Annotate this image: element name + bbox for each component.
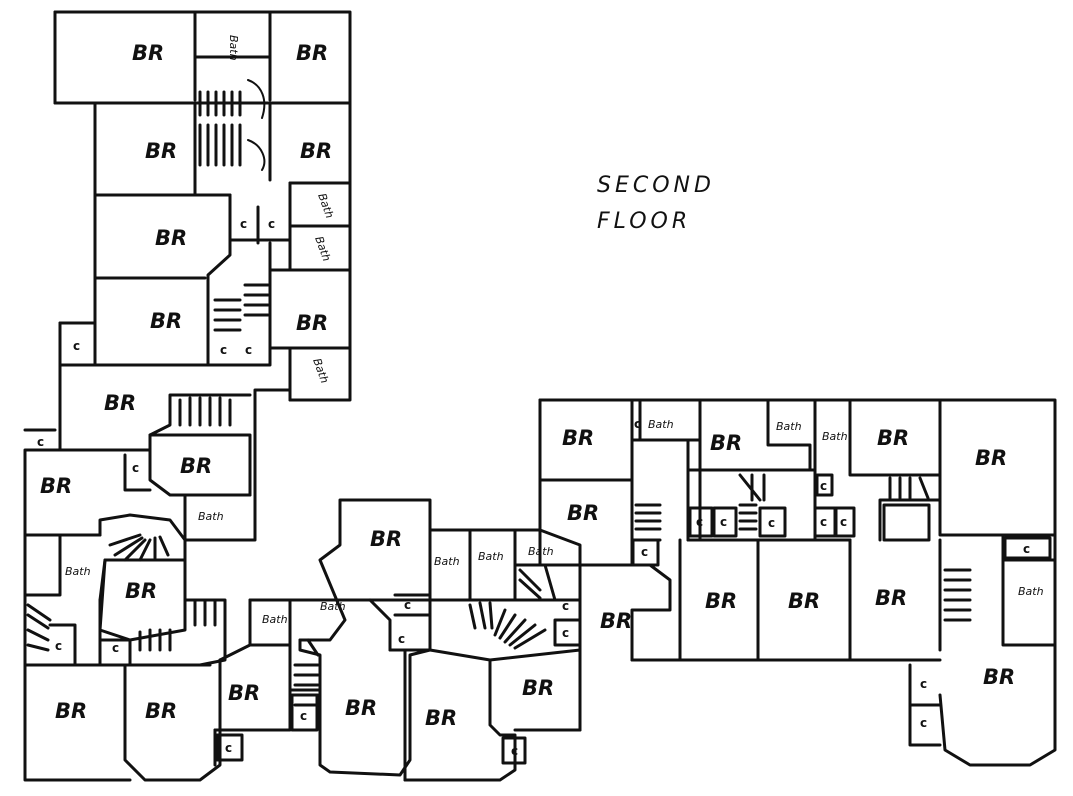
- bath-label: Bath: [478, 550, 504, 563]
- bath-label: Bath: [320, 600, 346, 613]
- east-wing-walls: [538, 398, 1057, 767]
- closet-label: c: [1023, 542, 1030, 556]
- bedroom-label: BR: [150, 309, 182, 333]
- closet-label: c: [562, 626, 569, 640]
- closet-label: c: [404, 598, 411, 612]
- bath-label: Bath: [315, 192, 336, 221]
- closet-label: c: [562, 599, 569, 613]
- bedroom-label: BR: [975, 446, 1007, 470]
- bedroom-label: BR: [132, 41, 164, 65]
- bath-label: Bath: [528, 545, 554, 558]
- closet-label: c: [300, 709, 307, 723]
- bedroom-label: BR: [145, 699, 177, 723]
- stair-north-middle: [213, 283, 270, 332]
- bedroom-label: BR: [104, 391, 136, 415]
- stair-east-b: [738, 473, 766, 531]
- bedroom-label: BR: [40, 474, 72, 498]
- closet-label: c: [220, 343, 227, 357]
- closet-label: c: [245, 343, 252, 357]
- bedroom-label: BR: [370, 527, 402, 551]
- stair-south-fan: [468, 568, 547, 650]
- bedroom-label: BR: [788, 589, 820, 613]
- closet-label: c: [840, 515, 847, 529]
- closet-label: c: [73, 339, 80, 353]
- bedroom-label: BR: [180, 454, 212, 478]
- bedroom-label: BR: [875, 586, 907, 610]
- stair-north-lower: [178, 396, 232, 427]
- bedroom-label: BR: [55, 699, 87, 723]
- stair-west-fan: [108, 533, 217, 652]
- bedroom-label: BR: [125, 579, 157, 603]
- closet-label: c: [696, 515, 703, 529]
- closet-label: c: [768, 516, 775, 530]
- plan-title-line1: SECOND: [597, 173, 715, 198]
- bath-label: Bath: [198, 510, 224, 523]
- bedroom-label: BR: [300, 139, 332, 163]
- closet-label: c: [37, 435, 44, 449]
- closet-label: c: [641, 545, 648, 559]
- closet-label: c: [720, 515, 727, 529]
- stair-east-c: [888, 476, 930, 500]
- bath-label: Bath: [310, 357, 331, 386]
- bedroom-label: BR: [228, 681, 260, 705]
- closet-label: c: [240, 217, 247, 231]
- closet-label: c: [268, 217, 275, 231]
- bath-label: Bath: [648, 418, 674, 431]
- bath-label: Bath: [312, 235, 333, 264]
- closet-label: c: [55, 639, 62, 653]
- stair-east-d: [943, 568, 972, 622]
- bedroom-label: BR: [522, 676, 554, 700]
- closet-labels: c c c c c c c c c c c c c c c c c c c c …: [37, 217, 1030, 758]
- closet-label: c: [112, 641, 119, 655]
- bedroom-label: BR: [425, 706, 457, 730]
- closet-label: c: [920, 677, 927, 691]
- stair-south-west-corner: [26, 603, 52, 652]
- closet-label: c: [634, 417, 641, 431]
- bath-label: Bath: [434, 555, 460, 568]
- closet-label: c: [820, 479, 827, 493]
- bedroom-label: BR: [345, 696, 377, 720]
- bedroom-label: BR: [705, 589, 737, 613]
- bedroom-label: BR: [600, 609, 632, 633]
- bedroom-label: BR: [567, 501, 599, 525]
- closet-label: c: [511, 744, 518, 758]
- plan-title-line2: FLOOR: [597, 209, 691, 234]
- bath-label: Bath: [822, 430, 848, 443]
- south-west-wing-walls: [23, 498, 582, 782]
- closet-label: c: [820, 515, 827, 529]
- bath-label: Bath: [227, 35, 240, 61]
- closet-label: c: [225, 741, 232, 755]
- north-wing-walls: [23, 10, 352, 542]
- closet-label: c: [132, 461, 139, 475]
- bedroom-label: BR: [296, 311, 328, 335]
- closet-label: c: [920, 716, 927, 730]
- bath-label: Bath: [776, 420, 802, 433]
- stair-central: [293, 638, 320, 707]
- bedroom-label: BR: [296, 41, 328, 65]
- bedroom-labels: BR BR BR BR BR BR BR BR BR BR BR BR BR B…: [40, 41, 1015, 730]
- stair-east-a: [634, 503, 662, 531]
- bedroom-label: BR: [155, 226, 187, 250]
- stair-north-top: [198, 79, 266, 171]
- bath-label: Bath: [262, 613, 288, 626]
- bath-label: Bath: [65, 565, 91, 578]
- bedroom-label: BR: [562, 426, 594, 450]
- bedroom-label: BR: [710, 431, 742, 455]
- bath-label: Bath: [1018, 585, 1044, 598]
- bedroom-label: BR: [983, 665, 1015, 689]
- bedroom-label: BR: [145, 139, 177, 163]
- bath-labels: Bath Bath Bath Bath Bath Bath Bath Bath …: [65, 35, 1044, 626]
- bedroom-label: BR: [877, 426, 909, 450]
- closet-label: c: [398, 632, 405, 646]
